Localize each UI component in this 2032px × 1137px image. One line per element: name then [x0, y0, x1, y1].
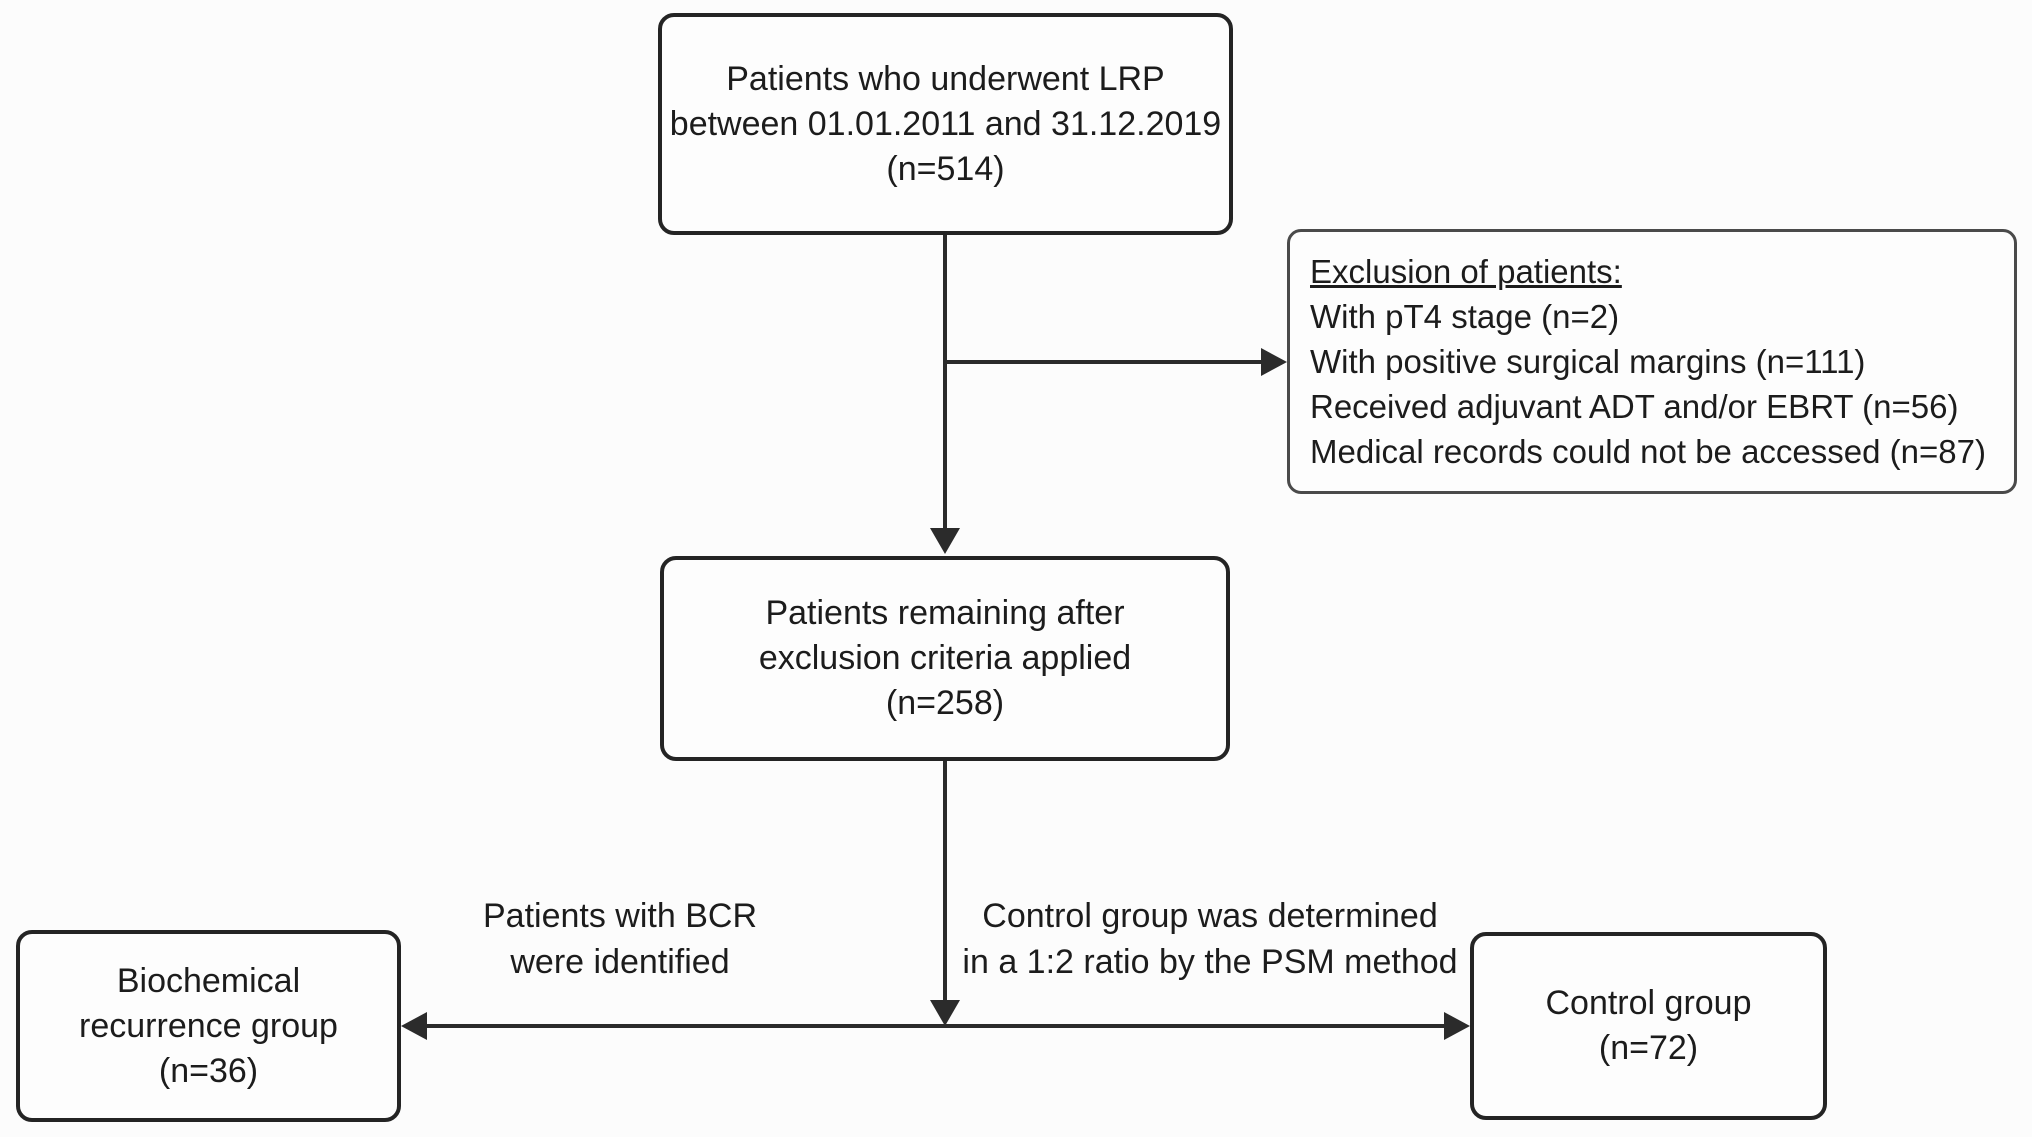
node-text-line: between 01.01.2011 and 31.12.2019	[669, 104, 1222, 143]
arrowhead-left-icon	[401, 1012, 427, 1040]
connector-split-horizontal	[425, 1024, 1446, 1028]
flow-node-remaining-patients: Patients remaining after exclusion crite…	[660, 556, 1230, 761]
exclusion-item: With positive surgical margins (n=111)	[1310, 343, 1866, 380]
flow-node-exclusion: Exclusion of patients: With pT4 stage (n…	[1287, 229, 2017, 494]
node-text-line: Patients remaining after	[765, 594, 1125, 632]
connector-to-exclusion	[943, 360, 1268, 364]
connector-remaining-to-split	[943, 761, 947, 1004]
flow-node-control-group: Control group (n=72)	[1470, 932, 1827, 1120]
edge-label-line: Patients with BCR	[483, 897, 757, 935]
edge-label-control: Control group was determined in a 1:2 ra…	[930, 893, 1490, 985]
arrowhead-down-icon	[930, 528, 960, 554]
edge-label-line: in a 1:2 ratio by the PSM method	[962, 943, 1458, 981]
connector-initial-to-remaining	[943, 235, 947, 530]
arrowhead-right-icon	[1444, 1012, 1470, 1040]
edge-label-line: were identified	[510, 943, 730, 981]
node-text-line: Biochemical	[116, 961, 301, 1000]
node-text-line: (n=514)	[886, 149, 1005, 188]
node-text-line: recurrence group	[79, 1006, 338, 1045]
exclusion-item: Received adjuvant ADT and/or EBRT (n=56)	[1310, 388, 1959, 425]
exclusion-item: With pT4 stage (n=2)	[1310, 298, 1620, 335]
node-text-line: (n=258)	[885, 684, 1005, 722]
exclusion-title: Exclusion of patients:	[1310, 253, 1622, 290]
exclusion-item: Medical records could not be accessed (n…	[1310, 433, 1986, 470]
edge-label-line: Control group was determined	[982, 897, 1438, 935]
arrowhead-down-icon	[930, 1000, 960, 1026]
flow-node-initial-patients: Patients who underwent LRP between 01.01…	[658, 13, 1233, 235]
node-text-line: exclusion criteria applied	[758, 639, 1132, 677]
node-text-line: (n=36)	[158, 1051, 259, 1090]
arrowhead-right-icon	[1261, 348, 1287, 376]
node-text-line: Control group	[1545, 984, 1752, 1022]
node-text-line: Patients who underwent LRP	[726, 59, 1165, 98]
flow-node-bcr-group: Biochemical recurrence group (n=36)	[16, 930, 401, 1122]
node-text-line: (n=72)	[1598, 1029, 1699, 1067]
edge-label-bcr: Patients with BCR were identified	[390, 893, 850, 985]
